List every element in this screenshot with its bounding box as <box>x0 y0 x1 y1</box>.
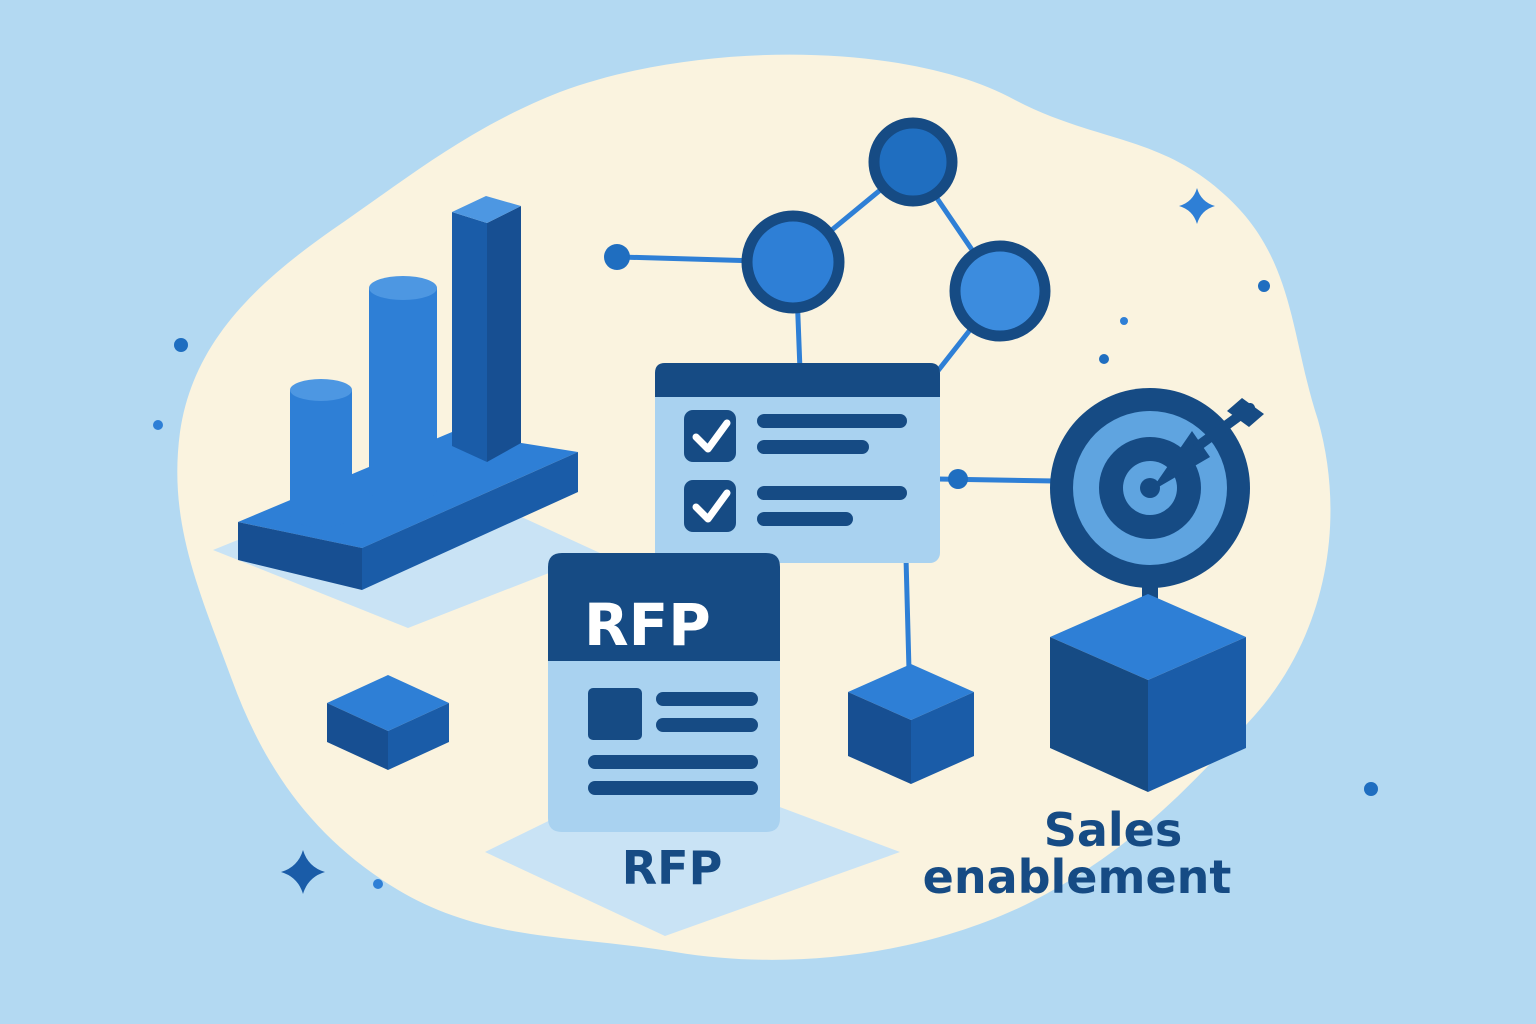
network-graph <box>604 117 1058 673</box>
rfp-thumbnail-block <box>588 688 642 740</box>
cylinder-bar-short-top <box>290 379 352 401</box>
cylinder-bar-short <box>290 390 352 527</box>
rfp-document-body <box>548 661 780 832</box>
network-node-right <box>949 240 1051 342</box>
checklist-line-2b <box>757 512 853 526</box>
accent-dot <box>174 338 188 352</box>
accent-dots <box>153 280 1378 889</box>
bar-chart-platform-front-left <box>238 522 362 590</box>
accent-dot <box>1120 317 1128 325</box>
cube-small-left <box>327 675 449 770</box>
accent-dot <box>1258 280 1270 292</box>
rfp-document-header <box>548 553 780 661</box>
rfp-caption: RFP <box>622 841 723 895</box>
network-edge <box>903 555 912 673</box>
tall-bar-side <box>487 206 521 462</box>
checkmark-icon-2 <box>692 489 731 523</box>
cylinder-bar-mid <box>369 288 437 502</box>
pedestal-front-left <box>1050 637 1148 792</box>
cube-left-right <box>388 703 449 770</box>
network-node-top <box>868 117 958 207</box>
rfp-document-title: RFP <box>584 591 711 659</box>
cylinder-bar-mid-top <box>369 276 437 300</box>
sales-enablement-label: Sales enablement <box>923 803 1232 904</box>
cube-center-left <box>848 692 911 784</box>
checkbox-1 <box>684 410 736 462</box>
checklist-card-header <box>655 363 940 397</box>
rfp-text-line-2 <box>656 718 758 732</box>
sparkle-icon-top-right <box>1179 188 1215 224</box>
rfp-text-line-4 <box>588 781 758 795</box>
checklist-line-1b <box>757 440 869 454</box>
network-node-left <box>741 210 845 314</box>
tall-bar-top <box>452 196 521 223</box>
cube-center <box>848 664 974 784</box>
checklist-card <box>655 363 940 563</box>
accent-dot <box>373 879 383 889</box>
sales-enablement-line1: Sales <box>1044 803 1183 857</box>
checkbox-2 <box>684 480 736 532</box>
bar-chart-platform-front-right <box>362 452 578 590</box>
accent-dot <box>153 420 163 430</box>
target-assembly <box>1050 388 1264 792</box>
checkmark-icon-1 <box>692 419 731 453</box>
rfp-text-line-1 <box>656 692 758 706</box>
cube-left-left <box>327 703 388 770</box>
accent-dot <box>1364 782 1378 796</box>
tall-bar-front <box>452 212 487 462</box>
checklist-line-2a <box>757 486 907 500</box>
checklist-line-1a <box>757 414 907 428</box>
pedestal-front-right <box>1148 637 1246 792</box>
network-node-dot-left <box>604 244 630 270</box>
dart-fin <box>1227 398 1264 427</box>
rfp-text-line-3 <box>588 755 758 769</box>
network-node-dot-right <box>948 469 968 489</box>
sales-enablement-line2: enablement <box>923 850 1232 904</box>
dart-arrow-icon <box>1150 398 1264 492</box>
accent-dot <box>1099 354 1109 364</box>
cube-center-right <box>911 692 974 784</box>
bar-chart-3d <box>238 196 578 590</box>
rfp-document: RFP <box>548 553 780 832</box>
sparkle-icon-bottom-left <box>281 850 325 894</box>
target-bullseye <box>1140 478 1160 498</box>
